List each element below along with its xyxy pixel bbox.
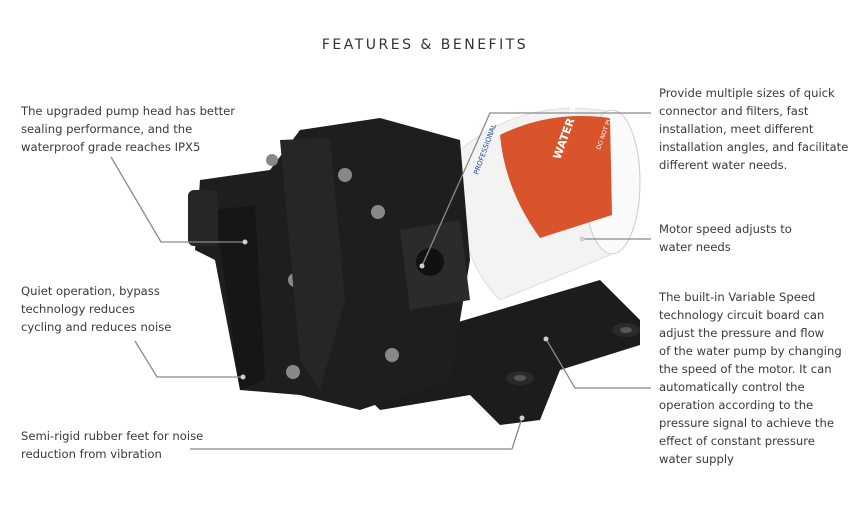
leader-lines xyxy=(110,112,651,450)
pump-head xyxy=(188,118,470,410)
leader-feet xyxy=(190,417,523,450)
motor-label xyxy=(500,116,612,238)
screw-icon xyxy=(371,205,385,219)
leader-connectors xyxy=(421,112,651,267)
feature-connectors: Provide multiple sizes of quick connecto… xyxy=(659,86,849,172)
screw-icon xyxy=(385,348,399,362)
leader-pump-head xyxy=(110,156,245,243)
leader-quiet xyxy=(134,340,243,378)
screw-icon xyxy=(338,168,352,182)
leader-dots xyxy=(240,236,585,421)
leader-variable-speed xyxy=(545,338,651,389)
feature-pump-head: The upgraded pump head has better sealin… xyxy=(21,104,236,154)
page-title: FEATURES & BENEFITS xyxy=(321,37,529,53)
bypass-housing xyxy=(215,205,265,390)
feature-rubber-feet: Semi-rigid rubber feet for noise reducti… xyxy=(21,429,204,461)
motor: WATER PRESSURE PROFESSIONAL DO NOT PUMP … xyxy=(457,52,641,301)
inlet-port xyxy=(188,190,218,246)
feature-quiet-operation: Quiet operation, bypass technology reduc… xyxy=(21,284,172,334)
screw-icon xyxy=(286,365,300,379)
screw-icon xyxy=(266,154,278,166)
feature-motor-speed: Motor speed adjusts to water needs xyxy=(659,222,792,254)
feature-variable-speed: The built-in Variable Speed technology c… xyxy=(659,290,842,466)
